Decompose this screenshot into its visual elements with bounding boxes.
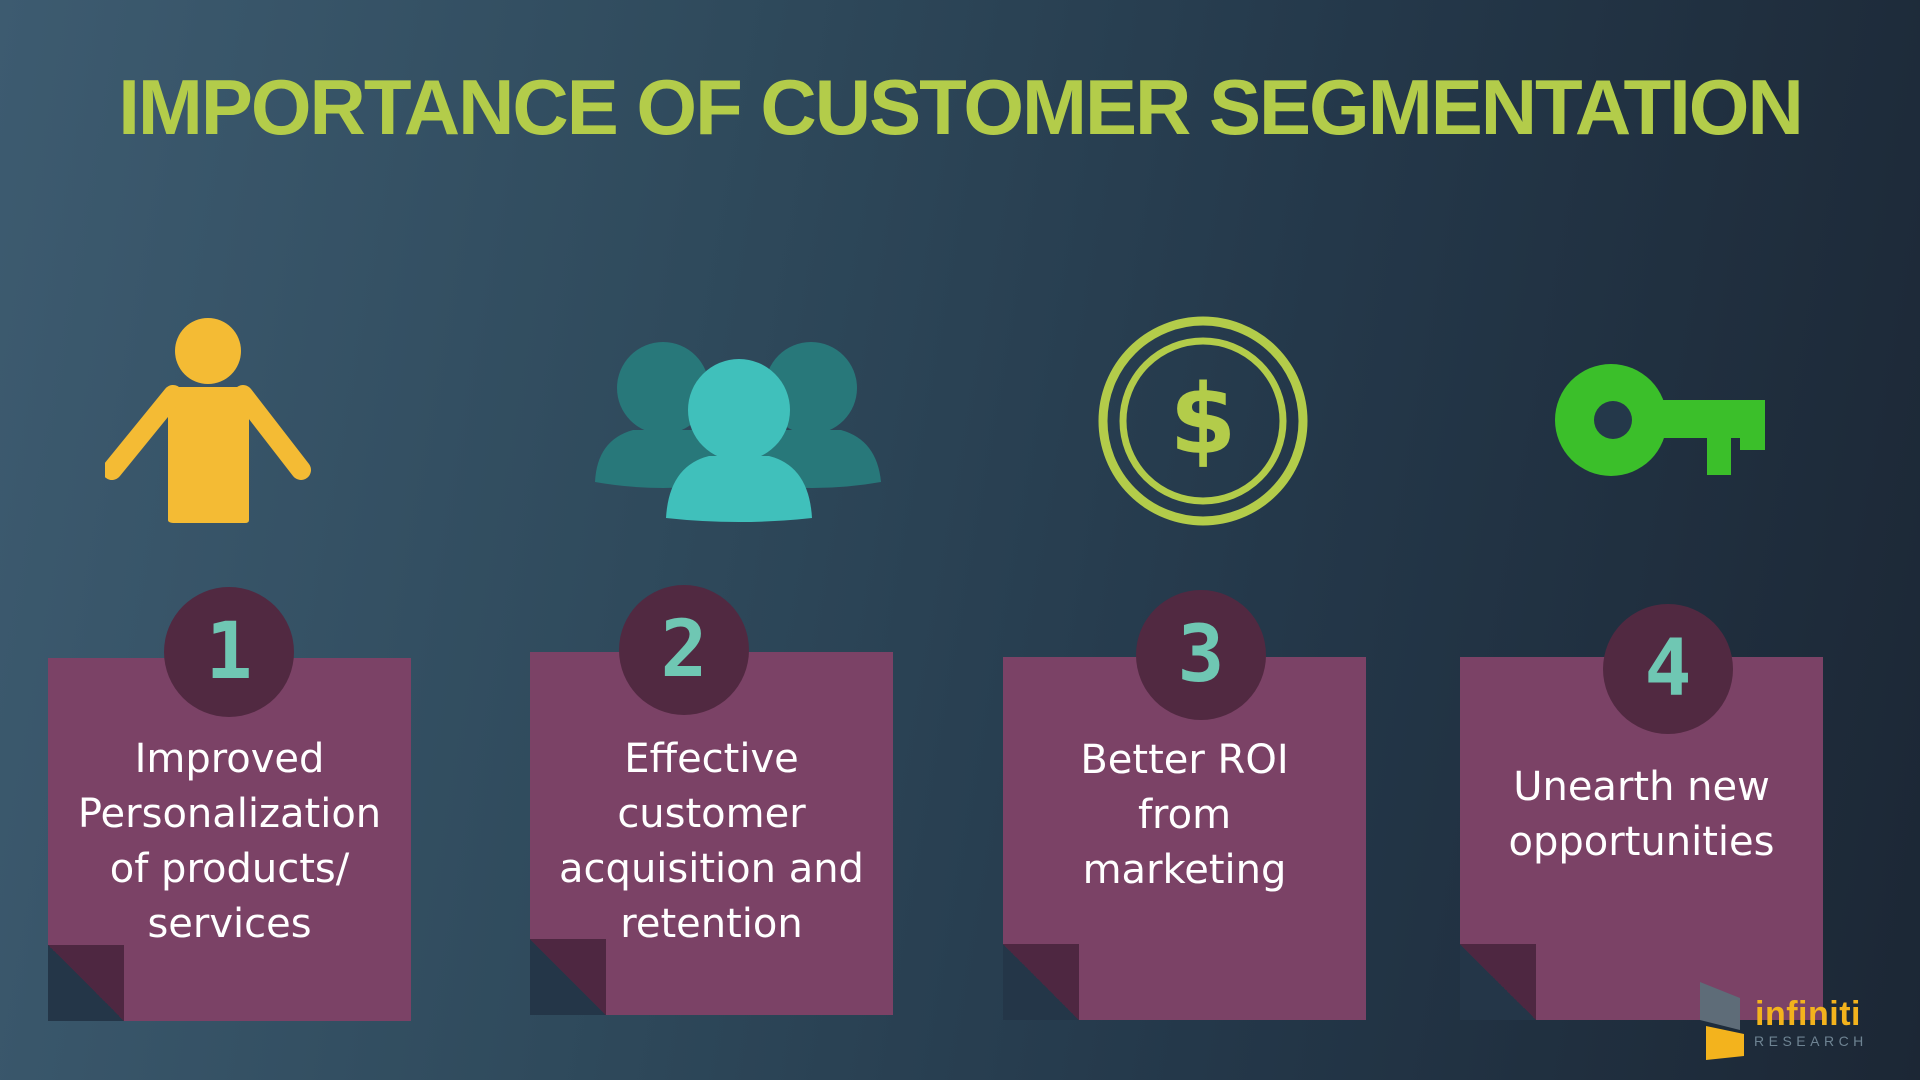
card-line: of products/ (109, 846, 350, 892)
number-badge-2: 2 (619, 585, 749, 715)
segmentation-card-2: Effective customer acquisition and reten… (530, 652, 893, 1015)
card-line: opportunities (1508, 819, 1775, 865)
page-title: IMPORTANCE OF CUSTOMER SEGMENTATION (118, 63, 1804, 151)
number-badge-3: 3 (1136, 590, 1266, 720)
card-line: acquisition and (559, 846, 864, 892)
number-badge-4: 4 (1603, 604, 1733, 734)
card-line: Personalization (77, 791, 382, 837)
card-line: customer (617, 791, 806, 837)
card-line: Effective (624, 736, 799, 782)
segmentation-card-1: Improved Personalization of products/ se… (48, 658, 411, 1021)
card-line: retention (620, 901, 803, 947)
card-fold (1003, 944, 1079, 1020)
number-badge-1: 1 (164, 587, 294, 717)
card-text: Better ROI from marketing (1013, 733, 1356, 898)
person-icon (105, 318, 311, 523)
card-text: Improved Personalization of products/ se… (58, 732, 401, 952)
card-fold (48, 945, 124, 1021)
group-icon (595, 342, 881, 522)
card-line: Better ROI (1080, 737, 1289, 783)
card-line: Unearth new (1513, 764, 1770, 810)
card-line: services (147, 901, 312, 947)
card-line: from (1137, 792, 1232, 838)
logo-subtitle: RESEARCH (1754, 1033, 1868, 1049)
infiniti-logo-icon (1700, 982, 1744, 1060)
dollar-coin-icon: $ (1098, 316, 1308, 526)
svg-text:$: $ (1170, 364, 1237, 476)
card-fold (1460, 944, 1536, 1020)
logo-wordmark: infiniti (1755, 995, 1861, 1033)
card-text: Unearth new opportunities (1470, 760, 1813, 870)
card-line: marketing (1082, 847, 1287, 893)
card-line: Improved (134, 736, 325, 782)
card-fold (530, 939, 606, 1015)
card-text: Effective customer acquisition and reten… (540, 732, 883, 952)
key-icon (1555, 364, 1765, 476)
